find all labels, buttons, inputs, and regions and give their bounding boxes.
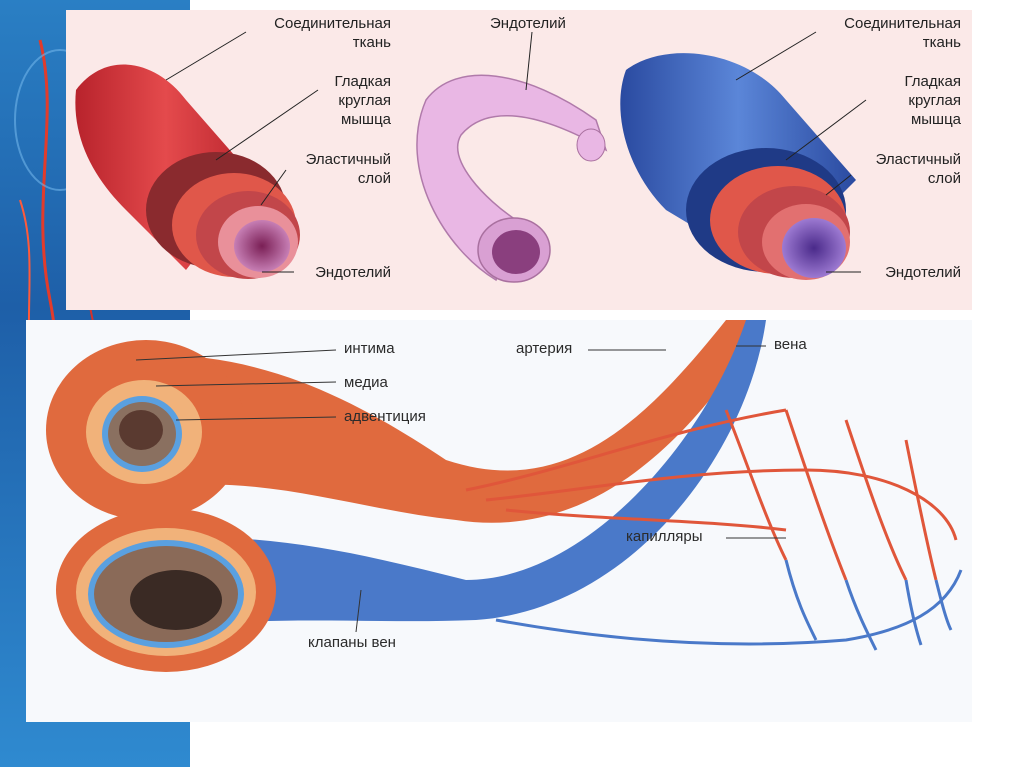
artery-section-rings xyxy=(46,340,246,520)
artery-cross-section xyxy=(75,64,300,279)
capillary-endothelium-label: Эндотелий xyxy=(490,15,566,32)
top-leader-lines xyxy=(165,31,867,273)
vein-valves-label: клапаны вен xyxy=(308,634,396,651)
capillary-network xyxy=(465,408,963,651)
top-vessels-illustration xyxy=(75,31,867,283)
bottom-vessels-illustration xyxy=(46,320,963,672)
capillary-cross-section xyxy=(416,74,608,283)
bottom-leader-lines xyxy=(135,345,786,633)
vein-section-rings xyxy=(56,508,276,672)
artery-label: артерия xyxy=(516,340,573,357)
background-right-margin xyxy=(972,0,1024,767)
adventitia-label: адвентиция xyxy=(344,408,426,425)
intima-label: интима xyxy=(344,340,395,357)
vein-endothelium-label: Эндотелий xyxy=(885,264,961,281)
vessel-network-bottom-panel: интима медиа адвентиция артерия вена кап… xyxy=(26,320,972,722)
artery-endothelium-label: Эндотелий xyxy=(315,264,391,281)
vein-cross-section xyxy=(620,53,856,280)
vein-label: вена xyxy=(774,336,807,353)
capillaries-label: капилляры xyxy=(626,528,703,545)
media-label: медиа xyxy=(344,374,388,391)
